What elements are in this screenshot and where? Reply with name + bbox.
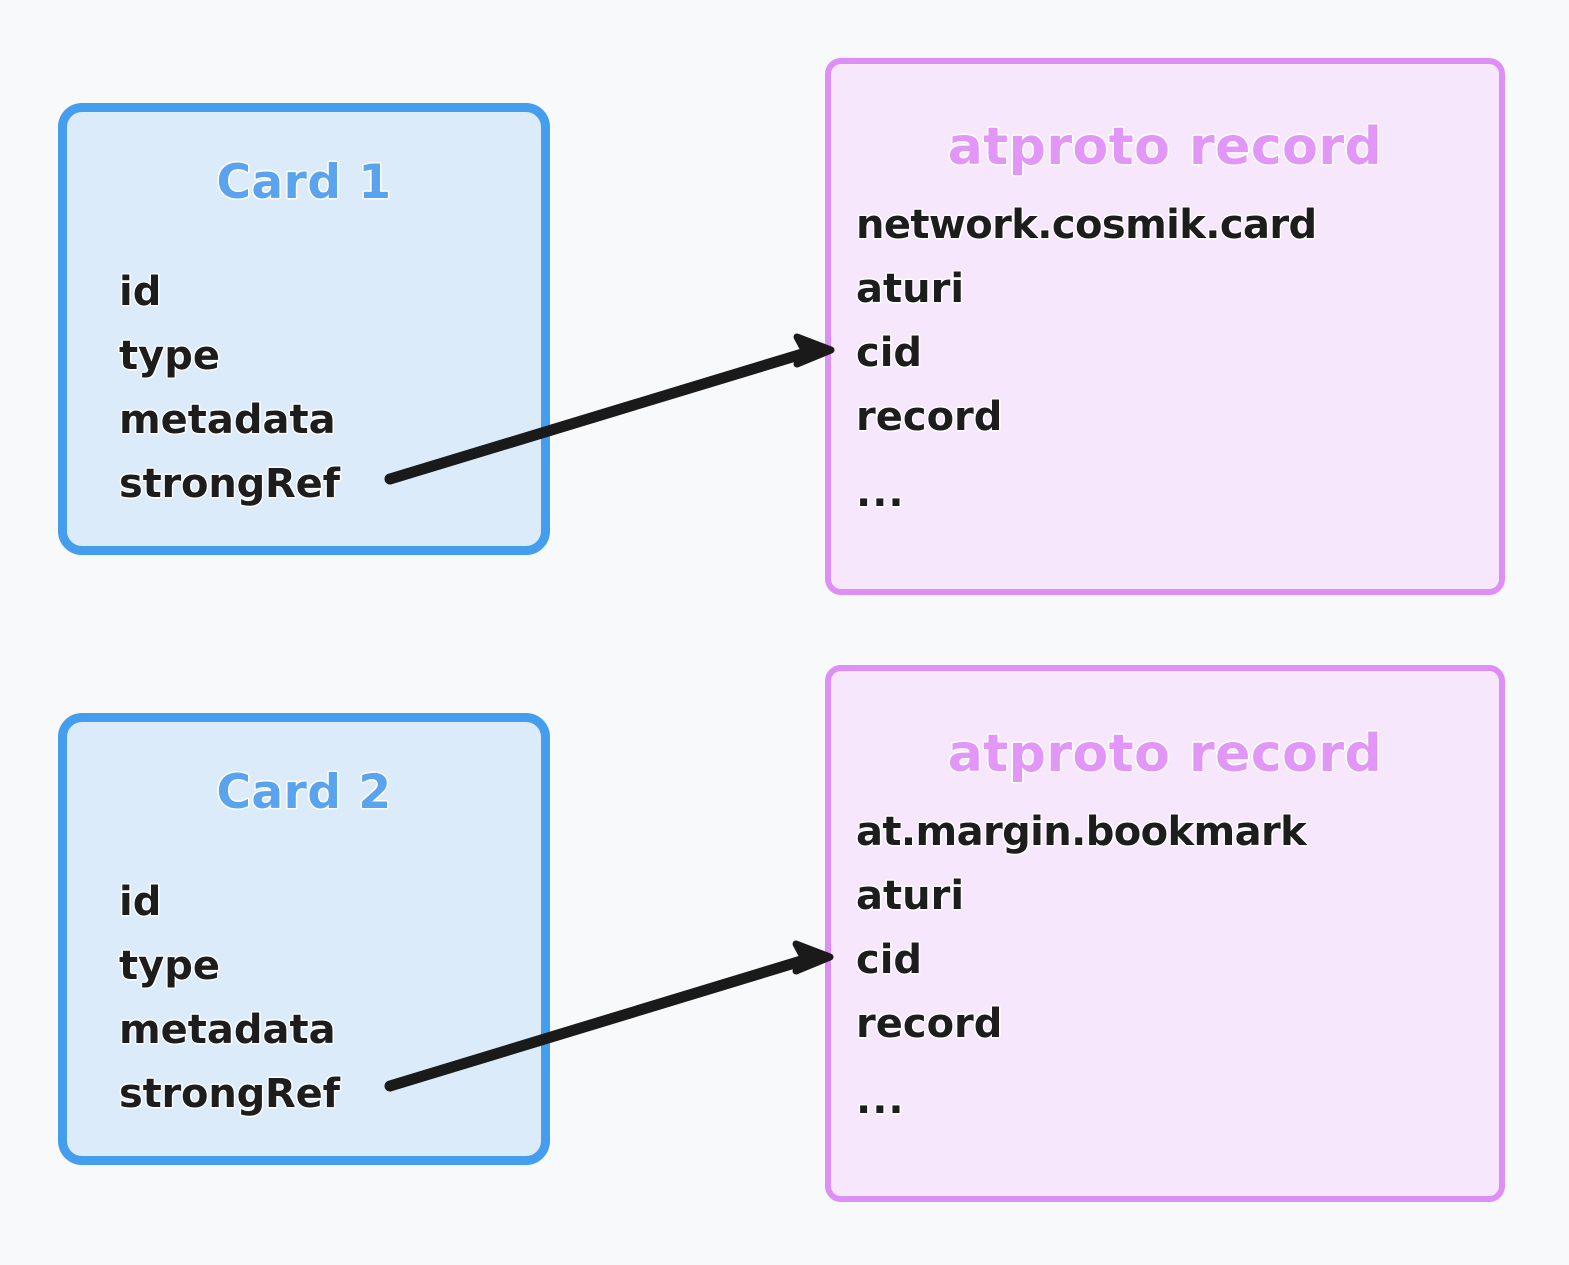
record-1-field-nsid: network.cosmik.card: [856, 202, 1317, 248]
card-2-title: Card 2: [216, 765, 392, 820]
record-1-field-cid: cid: [856, 330, 923, 376]
record-2-field-cid: cid: [856, 937, 923, 983]
record-2-field-list: at.margin.bookmark aturi cid record ...: [856, 800, 1307, 1132]
record-2-field-ellipsis: ...: [856, 1077, 905, 1123]
card-1-title: Card 1: [216, 155, 392, 210]
card-2-field-list: id type metadata strongRef: [119, 870, 340, 1126]
record-1-field-ellipsis: ...: [856, 470, 905, 516]
card-1-node[interactable]: Card 1 id type metadata strongRef: [58, 103, 550, 555]
card-2-field-metadata: metadata: [119, 1007, 336, 1053]
card-2-field-id: id: [119, 879, 162, 925]
record-1-title: atproto record: [947, 117, 1383, 177]
record-1-node[interactable]: atproto record network.cosmik.card aturi…: [825, 58, 1505, 595]
card-1-field-list: id type metadata strongRef: [119, 260, 340, 516]
record-1-field-list: network.cosmik.card aturi cid record ...: [856, 193, 1317, 525]
record-1-field-aturi: aturi: [856, 266, 965, 312]
record-2-title: atproto record: [947, 724, 1383, 784]
card-2-field-type: type: [119, 943, 220, 989]
record-1-field-record: record: [856, 394, 1003, 440]
card-1-field-metadata: metadata: [119, 397, 336, 443]
record-2-field-record: record: [856, 1001, 1003, 1047]
card-1-field-id: id: [119, 269, 162, 315]
record-2-node[interactable]: atproto record at.margin.bookmark aturi …: [825, 665, 1505, 1202]
card-2-node[interactable]: Card 2 id type metadata strongRef: [58, 713, 550, 1165]
card-2-field-strongref: strongRef: [119, 1071, 340, 1117]
record-2-field-aturi: aturi: [856, 873, 965, 919]
card-1-field-type: type: [119, 333, 220, 379]
record-2-field-nsid: at.margin.bookmark: [856, 809, 1307, 855]
card-1-field-strongref: strongRef: [119, 461, 340, 507]
